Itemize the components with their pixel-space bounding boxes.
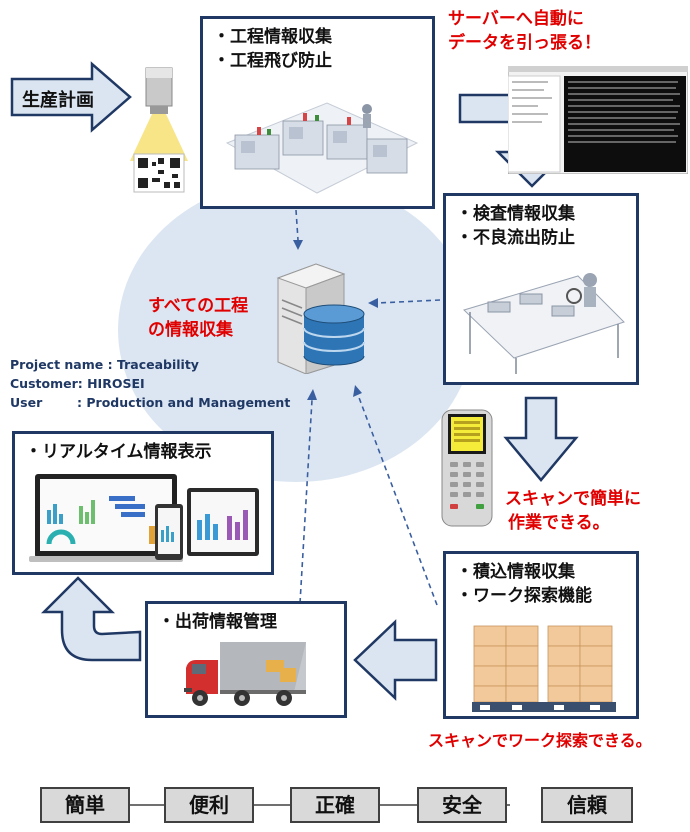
process-info-box: ・工程情報収集 ・工程飛び防止 [200,16,435,209]
server-note-line2: データを引っ張る！ [448,33,601,53]
shipping-title: ・出荷情報管理 [158,612,277,632]
database-cylinders [303,304,365,366]
project-name: Project name : Traceability [10,357,199,372]
dashed-arrowheads [293,240,378,400]
keyword-4: 安全 [417,787,507,823]
keyword-3: 正確 [290,787,380,823]
project-user: User : Production and Management [10,395,291,410]
production-plan-label: 生産計画 [22,90,94,111]
scan-note-line2: 作業できる。 [508,513,610,533]
loading-note: スキャンでワーク探索できる。 [428,731,652,750]
server-note-line1: サーバーへ自動に [448,9,584,29]
pallet-boxes-illustration [472,625,616,712]
barcode-scanner-illustration [130,67,188,193]
server-software-screenshot [508,66,688,174]
dashboard-devices-illustration [29,474,259,562]
curve-arrow-bottom [40,576,142,662]
shipping-management-box: ・出荷情報管理 [145,601,347,718]
server-note: サーバーへ自動に データを引っ張る！ [448,7,601,55]
all-process-note: すべての工程 の情報収集 [148,294,248,342]
left-arrow [353,619,438,701]
scan-note-line1: スキャンで簡単に [505,489,641,509]
realtime-display-box: ・リアルタイム情報表示 [12,431,274,575]
dashed-connectors [295,209,441,606]
inspection-info-box: ・検査情報収集 ・不良流出防止 [443,193,639,385]
handheld-terminal-illustration [441,409,493,527]
inspection-line2: ・不良流出防止 [456,228,575,248]
loading-line2: ・ワーク探索機能 [456,586,592,606]
down-arrow [503,396,579,482]
all-process-note-line1: すべての工程 [148,296,249,316]
keyword-5: 信頼 [541,787,633,823]
inspection-line1: ・検査情報収集 [456,204,575,224]
keyword-1: 簡単 [40,787,130,823]
scan-note: スキャンで簡単に 作業できる。 [505,487,641,535]
plan-arrow [10,61,132,133]
database-server-icon [276,263,365,374]
process-line2: ・工程飛び防止 [213,51,332,71]
loading-line1: ・積込情報収集 [456,562,575,582]
delivery-truck-illustration [184,642,306,706]
loading-info-box: ・積込情報収集 ・ワーク探索機能 [443,551,639,719]
factory-line-illustration [225,102,419,194]
keyword-2: 便利 [164,787,254,823]
all-process-note-line2: の情報収集 [148,320,233,340]
process-line1: ・工程情報収集 [213,27,332,47]
project-customer: Customer: HIROSEI [10,376,145,391]
realtime-title: ・リアルタイム情報表示 [25,442,212,462]
inspection-table-illustration [463,273,625,374]
